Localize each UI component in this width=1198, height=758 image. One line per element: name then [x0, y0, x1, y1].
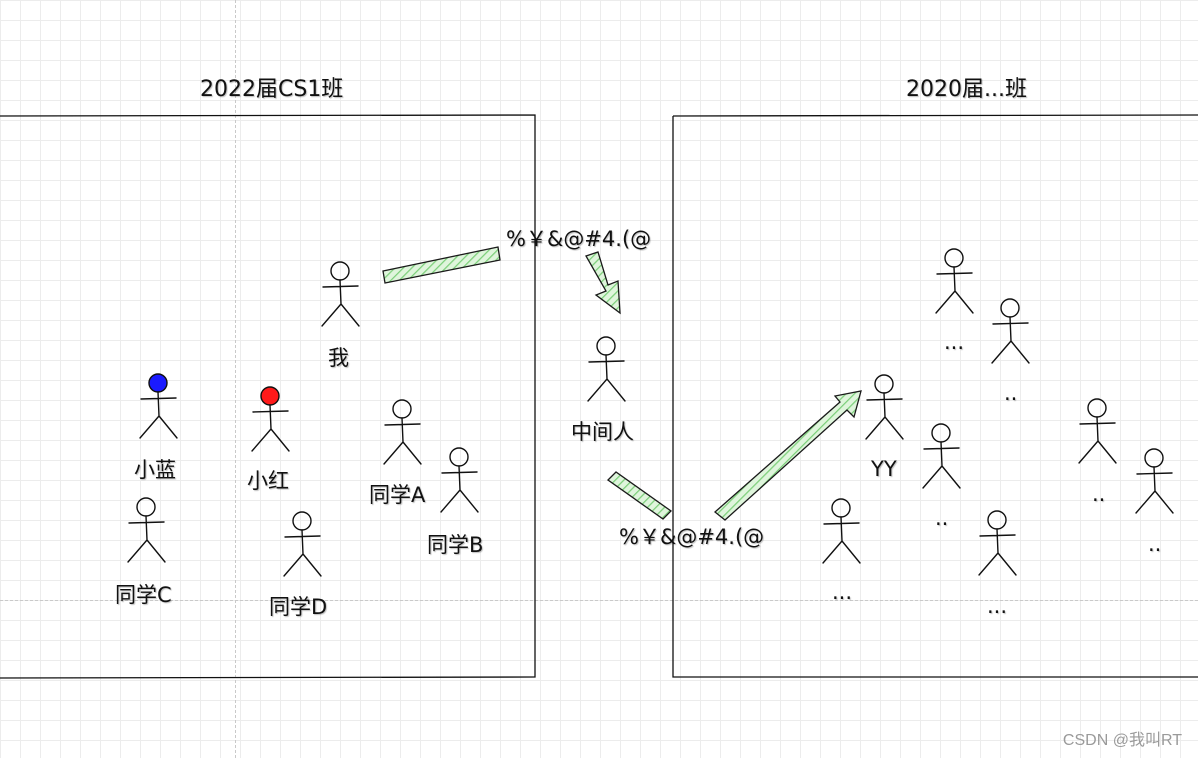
up-arrow-to-yy [713, 390, 862, 521]
stick-body [283, 529, 322, 577]
stick-body [139, 391, 178, 439]
stick-body [440, 465, 479, 513]
classmate-b-figure [440, 447, 479, 513]
label-classmate-c: 同学C [115, 583, 172, 607]
me-figure [321, 261, 360, 327]
person-p4-figure [1078, 398, 1117, 464]
label-person-p1: ... [944, 330, 965, 354]
stick-body [1078, 416, 1117, 464]
cipher-text-bottom: %￥&@#4.(@ [619, 525, 765, 549]
stick-body [922, 441, 961, 489]
xiaohong-figure [251, 386, 290, 452]
label-person-p3: .. [935, 506, 949, 530]
person-p2-figure [991, 298, 1030, 364]
xiaolan-figure [139, 373, 178, 439]
person-p6-figure [822, 498, 861, 564]
message-bar-top [382, 246, 501, 284]
message-bar-bottom [606, 471, 673, 520]
horizontal-guide-line [0, 600, 1198, 601]
label-me: 我 [328, 346, 349, 370]
head-icon [987, 510, 1007, 530]
left-class-box [0, 114, 536, 679]
head-icon [1087, 398, 1107, 418]
label-classmate-b: 同学B [427, 533, 484, 557]
head-icon [136, 497, 156, 517]
yy-figure [865, 374, 904, 440]
stick-body [587, 354, 626, 402]
down-arrow [585, 251, 621, 315]
person-p1-figure [935, 248, 974, 314]
label-person-p4: .. [1092, 482, 1106, 506]
head-icon [449, 447, 469, 467]
head-icon [931, 423, 951, 443]
head-icon [1000, 298, 1020, 318]
classmate-d-figure [283, 511, 322, 577]
left-class-title: 2022届CS1班 [200, 77, 344, 102]
stick-body [935, 266, 974, 314]
middleman-figure [587, 336, 626, 402]
stick-body [978, 528, 1017, 576]
stick-body [822, 516, 861, 564]
head-icon [148, 373, 168, 393]
head-icon [260, 386, 280, 406]
head-icon [392, 399, 412, 419]
label-person-p2: .. [1004, 381, 1018, 405]
head-icon [1144, 448, 1164, 468]
person-p7-figure [978, 510, 1017, 576]
label-person-p5: .. [1148, 532, 1162, 556]
label-classmate-d: 同学D [269, 595, 328, 619]
stick-body [321, 279, 360, 327]
stick-body [251, 404, 290, 452]
head-icon [292, 511, 312, 531]
person-p5-figure [1135, 448, 1174, 514]
stick-body [383, 417, 422, 465]
vertical-guide-line [235, 0, 236, 758]
label-person-p6: ... [832, 580, 853, 604]
head-icon [596, 336, 616, 356]
right-class-box [672, 114, 1198, 678]
stick-body [127, 515, 166, 563]
label-xiaohong: 小红 [247, 469, 289, 493]
stick-body [1135, 466, 1174, 514]
watermark: CSDN @我叫RT [1062, 732, 1182, 749]
classmate-c-figure [127, 497, 166, 563]
head-icon [330, 261, 350, 281]
stick-body [991, 316, 1030, 364]
cipher-text-top: %￥&@#4.(@ [506, 227, 652, 251]
classmate-a-figure [383, 399, 422, 465]
right-class-title: 2020届...班 [906, 77, 1027, 102]
head-icon [944, 248, 964, 268]
label-xiaolan: 小蓝 [134, 458, 176, 482]
person-p3-figure [922, 423, 961, 489]
label-middleman: 中间人 [571, 420, 634, 444]
label-classmate-a: 同学A [369, 483, 426, 507]
head-icon [831, 498, 851, 518]
label-person-p7: ... [987, 594, 1008, 618]
head-icon [874, 374, 894, 394]
label-yy: YY [871, 457, 897, 481]
stick-body [865, 392, 904, 440]
